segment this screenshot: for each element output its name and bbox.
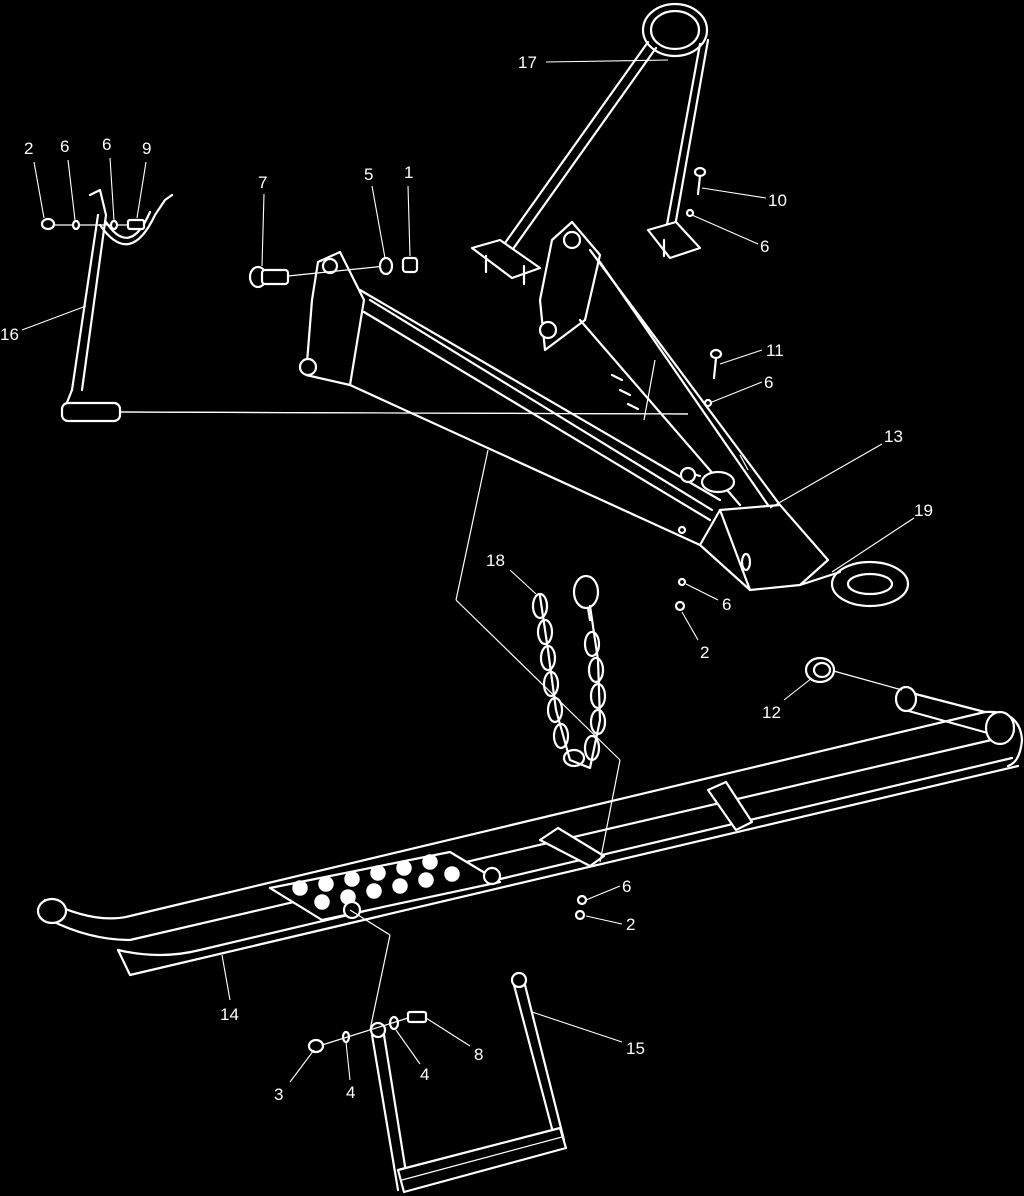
- callout-leaders: [21, 59, 915, 1083]
- part-15-step-ladder: [369, 971, 568, 1194]
- callout-12: 12: [762, 703, 781, 722]
- main-drawbar-frame: [298, 220, 910, 608]
- callout-17: 17: [518, 53, 537, 72]
- part-12-plug: [804, 656, 836, 684]
- part-18-safety-chain: [531, 574, 607, 770]
- callout-10: 10: [768, 191, 787, 210]
- pin-hardware: [248, 256, 419, 289]
- callout-2-low: 2: [700, 643, 709, 662]
- callout-14: 14: [220, 1005, 239, 1024]
- assembly-lines: [119, 359, 749, 1031]
- bolt-hardware: [674, 166, 723, 612]
- callout-13: 13: [884, 427, 903, 446]
- callout-2-top: 2: [24, 139, 33, 158]
- callout-18: 18: [486, 551, 505, 570]
- stand-hardware: [40, 217, 146, 231]
- ladder-hardware: [307, 894, 588, 1054]
- callout-7: 7: [258, 173, 267, 192]
- callout-labels: 17 2 6 6 9 7 5 1 10 6 16 11 6 13 19 18 6…: [0, 53, 933, 1104]
- callout-6-mid: 6: [764, 373, 773, 392]
- callout-15: 15: [626, 1039, 645, 1058]
- callout-5: 5: [364, 165, 373, 184]
- callout-8: 8: [474, 1045, 483, 1064]
- callout-6-top-b: 6: [102, 135, 111, 154]
- callout-1: 1: [404, 163, 413, 182]
- callout-6-low: 6: [722, 595, 731, 614]
- callout-2-bottom: 2: [626, 915, 635, 934]
- callout-19: 19: [914, 501, 933, 520]
- callout-9: 9: [142, 139, 151, 158]
- callout-11: 11: [766, 341, 784, 360]
- callout-3: 3: [274, 1085, 283, 1104]
- callout-6-bottom: 6: [622, 877, 631, 896]
- callout-6-right: 6: [760, 237, 769, 256]
- part-14-bumper-tube: [36, 669, 1024, 977]
- callout-4-b: 4: [420, 1065, 429, 1084]
- callout-6-top-a: 6: [60, 137, 69, 156]
- callout-4-a: 4: [346, 1083, 355, 1102]
- part-16-parking-stand: [60, 188, 174, 423]
- step-plate: [268, 850, 502, 922]
- callout-16: 16: [0, 325, 19, 344]
- part-17-lift-handle: [470, 2, 710, 286]
